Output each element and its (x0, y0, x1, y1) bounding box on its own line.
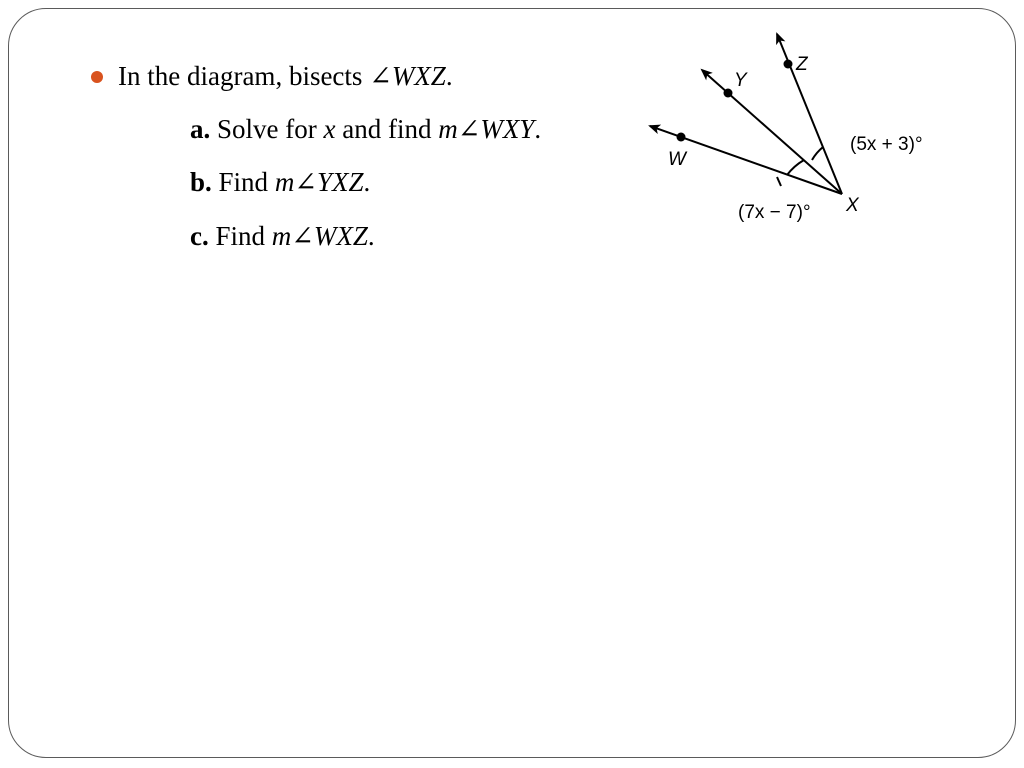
angle-label-lower: (7x − 7)° (738, 202, 811, 223)
angle-label-upper: (5x + 3)° (850, 134, 923, 155)
point-label-x: X (845, 195, 860, 216)
item-suffix: . (367, 221, 375, 251)
measure-m: m (438, 114, 458, 144)
item-label: c. (190, 221, 209, 251)
angle-name: YXZ (316, 167, 364, 197)
angle-symbol: ∠ (369, 61, 392, 91)
bullet-prompt: In the diagram, bisects ∠WXZ. (91, 61, 453, 92)
item-c: c. Find m∠WXZ. (190, 221, 375, 252)
measure-m: m (274, 167, 295, 197)
angle-arc-lower (786, 159, 805, 176)
angle-name: WXZ (391, 61, 446, 91)
angle-symbol: ∠ (294, 167, 317, 197)
item-text: Solve for (210, 114, 324, 144)
item-label: b. (190, 167, 212, 197)
bullet-dot-icon (91, 71, 103, 83)
angle-arc-upper (811, 146, 824, 161)
angle-symbol: ∠ (457, 114, 481, 144)
slide-frame (8, 8, 1016, 758)
point-z-dot (783, 59, 793, 69)
angle-name: WXZ (313, 221, 368, 251)
angle-symbol: ∠ (291, 221, 314, 251)
ray-xz (776, 32, 843, 195)
angle-arc-tick (776, 176, 782, 187)
measure-m: m (271, 221, 292, 251)
item-variable: x (323, 114, 336, 144)
ray-xy (700, 68, 843, 195)
item-b: b. Find m∠YXZ. (190, 167, 370, 198)
item-a: a. Solve for x and find m∠WXY. (190, 114, 541, 145)
item-text: Find (208, 221, 272, 251)
item-suffix: . (534, 114, 542, 144)
bullet-prefix: In the diagram, bisects (118, 61, 370, 91)
point-w-dot (676, 132, 686, 142)
item-text: Find (211, 167, 275, 197)
bullet-suffix: . (445, 61, 453, 91)
item-label: a. (190, 114, 211, 144)
point-label-w: W (668, 149, 688, 170)
angle-name: WXY (480, 114, 535, 144)
item-text: and find (335, 114, 439, 144)
point-y-dot (723, 88, 733, 98)
point-label-y: Y (734, 70, 748, 91)
angle-bisector-diagram: W Y Z X (5x + 3)° (7x − 7)° (648, 32, 923, 223)
item-suffix: . (363, 167, 371, 197)
point-label-z: Z (795, 54, 809, 75)
